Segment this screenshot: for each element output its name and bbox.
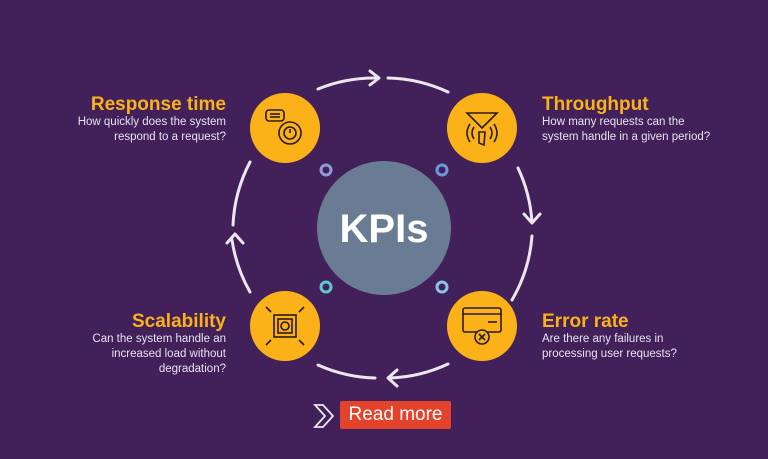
arrow-down-icon: [522, 212, 542, 225]
center-label: KPIs: [340, 207, 429, 251]
kpi-error-rate: Error rate Are there any failures in pro…: [542, 312, 742, 362]
kpi-desc-line: How many requests can the: [542, 116, 685, 128]
kpi-desc-line: Can the system handle an: [92, 333, 226, 345]
kpi-desc-line: increased load without: [111, 348, 226, 360]
kpi-desc-line: How quickly does the system: [77, 116, 226, 128]
decor-dot-icon: [435, 280, 449, 294]
funnel-signal-icon: [465, 112, 499, 147]
center-circle: [317, 161, 451, 295]
decor-dot-icon: [319, 163, 333, 177]
scalability-node: [250, 291, 320, 361]
card-error-icon: [462, 307, 502, 345]
decor-dot-icon: [435, 163, 449, 177]
response-time-node: [250, 93, 320, 163]
read-more-button[interactable]: Read more: [340, 401, 451, 429]
kpi-title: Scalability: [132, 311, 226, 332]
throughput-node: [447, 93, 517, 163]
error-rate-node: [447, 291, 517, 361]
decor-dot-icon: [319, 280, 333, 294]
chevron-right-icon: [313, 404, 335, 428]
kpi-desc-line: degradation?: [158, 363, 226, 375]
kpi-desc-line: system handle in a given period?: [542, 131, 711, 143]
cycle-ring: [230, 76, 534, 380]
kpi-response-time: Response time How quickly does the syste…: [26, 95, 226, 145]
kpi-title: Response time: [90, 94, 226, 115]
kpi-title: Throughput: [542, 94, 649, 115]
arrow-right-icon: [368, 69, 381, 87]
expand-box-icon: [265, 306, 305, 346]
arrow-up-icon: [225, 232, 245, 245]
kpi-desc-line: Are there any failures in: [542, 333, 664, 345]
kpi-desc-line: respond to a request?: [114, 131, 226, 143]
kpi-desc-line: processing user requests?: [542, 348, 677, 360]
arrow-left-icon: [386, 368, 399, 388]
gear-speedometer-chat-icon: [265, 109, 302, 145]
kpi-title: Error rate: [542, 311, 629, 332]
kpi-throughput: Throughput How many requests can the sys…: [542, 95, 742, 145]
kpi-scalability: Scalability Can the system handle an inc…: [26, 312, 226, 377]
